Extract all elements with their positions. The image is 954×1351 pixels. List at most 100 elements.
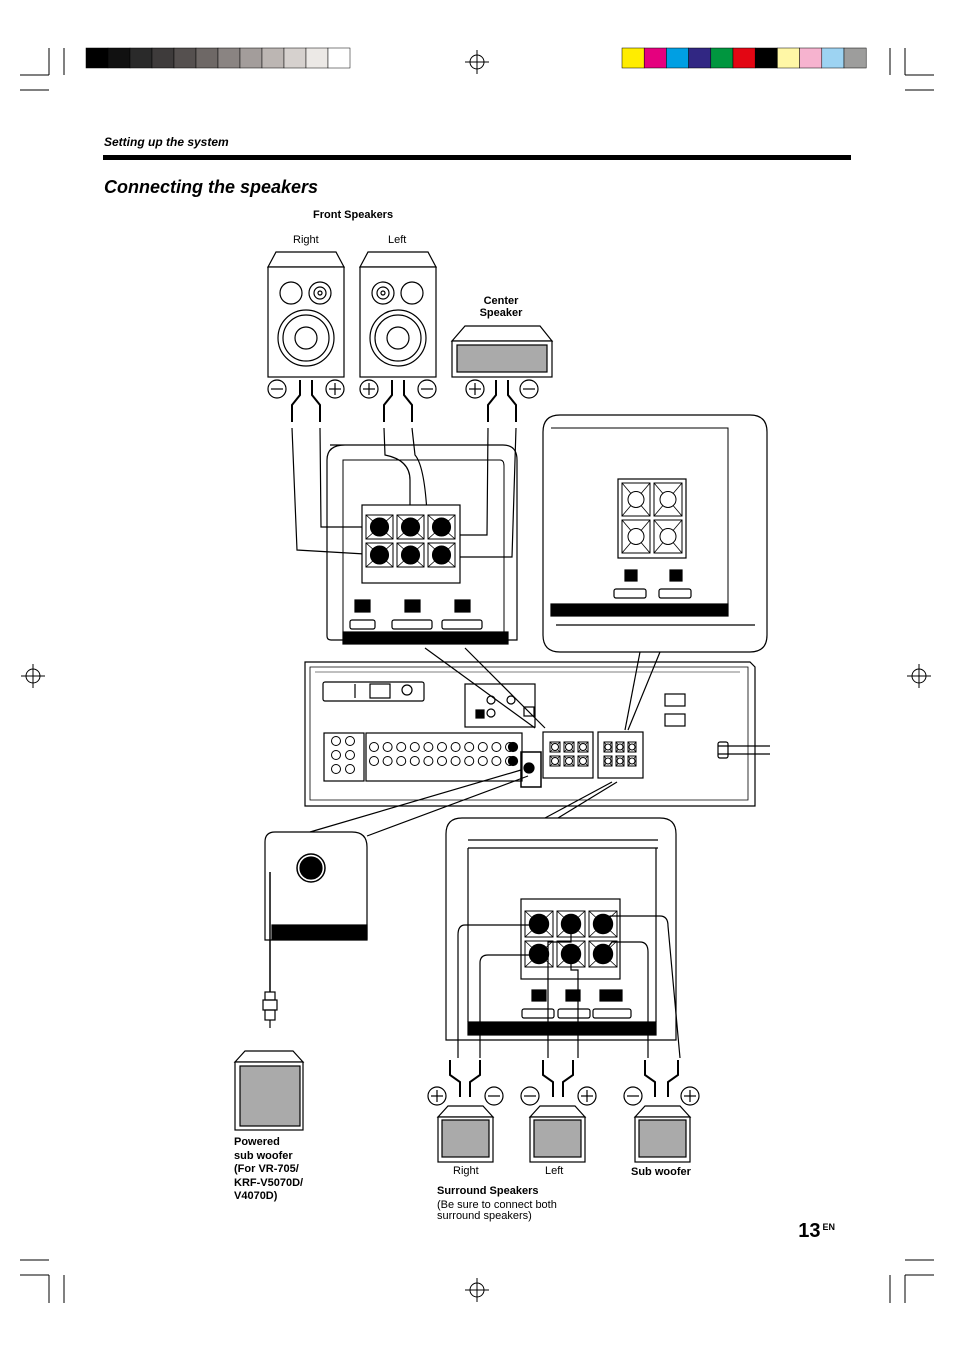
rca-jack xyxy=(369,756,379,766)
rca-jack xyxy=(437,742,447,752)
gray-swatch xyxy=(173,47,197,69)
gray-swatch xyxy=(217,47,241,69)
rca-jack xyxy=(345,736,355,746)
polarity-signs-front xyxy=(267,379,539,399)
rca-jack xyxy=(464,742,475,752)
gray-swatch xyxy=(151,47,175,69)
front-terminal-block xyxy=(365,514,456,568)
surround-left-speaker xyxy=(528,1105,587,1163)
color-swatch xyxy=(621,47,645,69)
panel-speaker-terminals xyxy=(523,741,637,774)
sub-woofer-label: Sub woofer xyxy=(631,1166,691,1178)
secondary-terminal-block xyxy=(621,482,683,554)
page-language: EN xyxy=(822,1222,835,1232)
terminal-cell xyxy=(627,741,637,753)
terminal-cell xyxy=(365,514,394,540)
polarity-signs-surround xyxy=(427,1086,700,1106)
terminal-cell xyxy=(615,741,625,753)
surround-note: (Be sure to connect both surround speake… xyxy=(437,1200,557,1222)
page-number-value: 13 xyxy=(798,1220,821,1242)
center-label-line1: Center xyxy=(483,295,519,307)
receiver-rear-panel xyxy=(304,661,770,807)
front-right-label: Right xyxy=(293,234,319,246)
terminal-cell xyxy=(524,940,554,968)
gray-swatch xyxy=(305,47,329,69)
front-speakers-heading: Front Speakers xyxy=(313,209,394,221)
section-heading: Setting up the system xyxy=(104,135,229,149)
terminal-cell xyxy=(396,514,425,540)
header-rule xyxy=(103,155,851,160)
rca-jack xyxy=(382,756,393,766)
gray-swatch xyxy=(195,47,219,69)
terminal-cell xyxy=(563,755,575,767)
gray-swatch xyxy=(283,47,307,69)
powered-sub-line1: Powered xyxy=(234,1136,280,1148)
color-swatch xyxy=(777,47,800,69)
color-swatch xyxy=(843,47,867,69)
rca-jack xyxy=(409,756,420,766)
powered-subwoofer-box xyxy=(233,1050,305,1131)
terminal-cell xyxy=(603,755,613,767)
terminal-cell xyxy=(365,542,394,568)
color-swatch xyxy=(799,47,823,69)
gray-swatch xyxy=(261,47,285,69)
front-terminal-tabs xyxy=(349,599,483,630)
terminal-cell xyxy=(603,741,613,753)
terminal-cell xyxy=(577,755,589,767)
powered-subwoofer-label: Powered sub woofer (For VR-705/ KRF-V507… xyxy=(234,1136,303,1204)
gray-swatch xyxy=(85,47,109,69)
terminal-cell xyxy=(621,519,651,554)
gray-swatch xyxy=(129,47,153,69)
terminal-cell xyxy=(615,755,625,767)
gray-swatch xyxy=(327,47,351,69)
center-speaker xyxy=(450,325,554,378)
rca-jack xyxy=(423,742,434,752)
rca-jack xyxy=(382,742,393,752)
powered-sub-line5: V4070D) xyxy=(234,1190,278,1202)
terminal-cell xyxy=(627,755,637,767)
powered-sub-line2: sub woofer xyxy=(234,1149,293,1162)
terminal-cell xyxy=(653,519,683,554)
color-swatch xyxy=(688,47,712,69)
color-swatch xyxy=(710,47,734,69)
color-swatch xyxy=(643,47,667,69)
powered-sub-line3: (For VR-705/ xyxy=(234,1163,299,1175)
rca-jack xyxy=(331,736,341,746)
process-color-bar xyxy=(621,47,867,69)
rca-jack xyxy=(437,756,447,766)
rca-jack-rows xyxy=(331,736,519,774)
page-title: Connecting the speakers xyxy=(104,177,319,197)
front-center-cable-leads xyxy=(291,380,517,422)
center-label-line2: Speaker xyxy=(479,307,523,319)
terminal-cell xyxy=(549,741,561,753)
surround-right-speaker xyxy=(436,1105,495,1163)
rca-jack xyxy=(450,756,461,766)
rca-jack xyxy=(369,742,379,752)
surround-left-label: Left xyxy=(545,1165,564,1177)
terminal-cell xyxy=(524,910,554,938)
rca-jack xyxy=(345,764,355,774)
color-swatch xyxy=(821,47,845,69)
crop-marks xyxy=(20,48,934,1303)
surround-speakers-heading: Surround Speakers xyxy=(437,1185,539,1197)
rca-jack xyxy=(331,750,341,760)
terminal-cell xyxy=(653,482,683,517)
color-swatch xyxy=(666,47,689,69)
rca-jack xyxy=(477,742,488,752)
front-left-label: Left xyxy=(388,234,407,246)
subwoofer-out-callout xyxy=(264,831,368,992)
front-right-speaker xyxy=(267,251,345,378)
rca-jack xyxy=(331,764,341,774)
rca-jack xyxy=(464,756,475,766)
surround-wires xyxy=(457,915,681,1059)
terminal-cell xyxy=(588,940,618,968)
terminal-cell xyxy=(556,940,586,968)
surround-note-line2: surround speakers) xyxy=(437,1210,532,1222)
gray-swatch xyxy=(239,47,263,69)
rca-jack xyxy=(491,756,502,766)
rca-jack xyxy=(450,742,461,752)
color-swatch xyxy=(754,47,778,69)
registration-marks xyxy=(21,50,931,1302)
